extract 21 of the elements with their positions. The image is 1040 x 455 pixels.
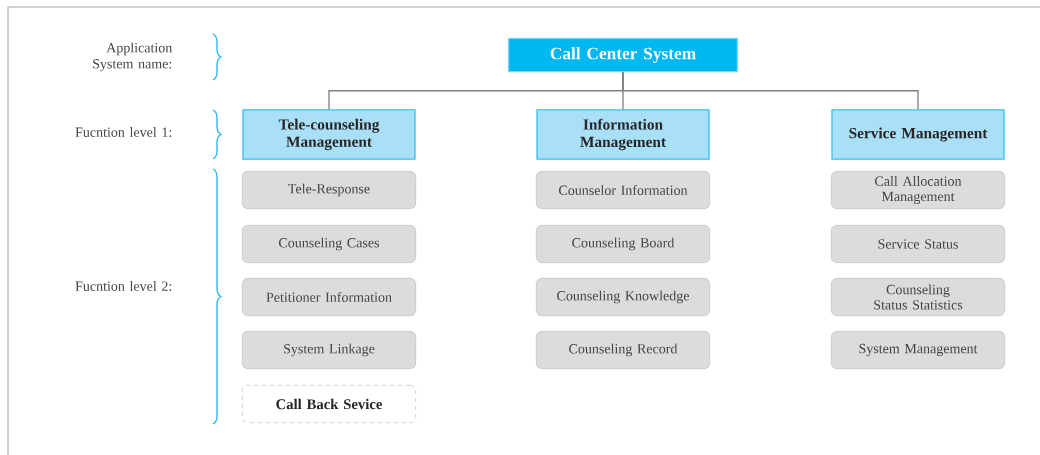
- function-box: Counseling Knowledge: [535, 277, 711, 317]
- function-box: System Management: [830, 330, 1006, 370]
- function-box: Service Management: [831, 109, 1005, 160]
- function-box: Counseling Status Statistics: [830, 277, 1006, 317]
- title-box: Call Center System: [507, 37, 739, 73]
- function-box: Petitioner Information: [241, 277, 417, 317]
- function-box: Counseling Board: [535, 224, 711, 264]
- function-box: System Linkage: [241, 330, 417, 370]
- function-box: Counseling Record: [535, 330, 711, 370]
- function-box: Service Status: [830, 224, 1006, 264]
- function-box: Counselor Information: [535, 170, 711, 210]
- connector-line: [622, 71, 919, 110]
- function-box: Call Back Sevice: [241, 384, 417, 424]
- function-box: Call Allocation Management: [830, 170, 1006, 210]
- function-box: Counseling Cases: [241, 224, 417, 264]
- function-box: Information Management: [536, 109, 710, 160]
- level-label: Fucntion level 2:: [75, 281, 172, 291]
- level-label: Application System name:: [93, 42, 173, 72]
- function-box: Tele-counseling Management: [242, 109, 416, 160]
- level-label: Fucntion level 1:: [75, 127, 172, 137]
- function-box: Tele-Response: [241, 170, 417, 210]
